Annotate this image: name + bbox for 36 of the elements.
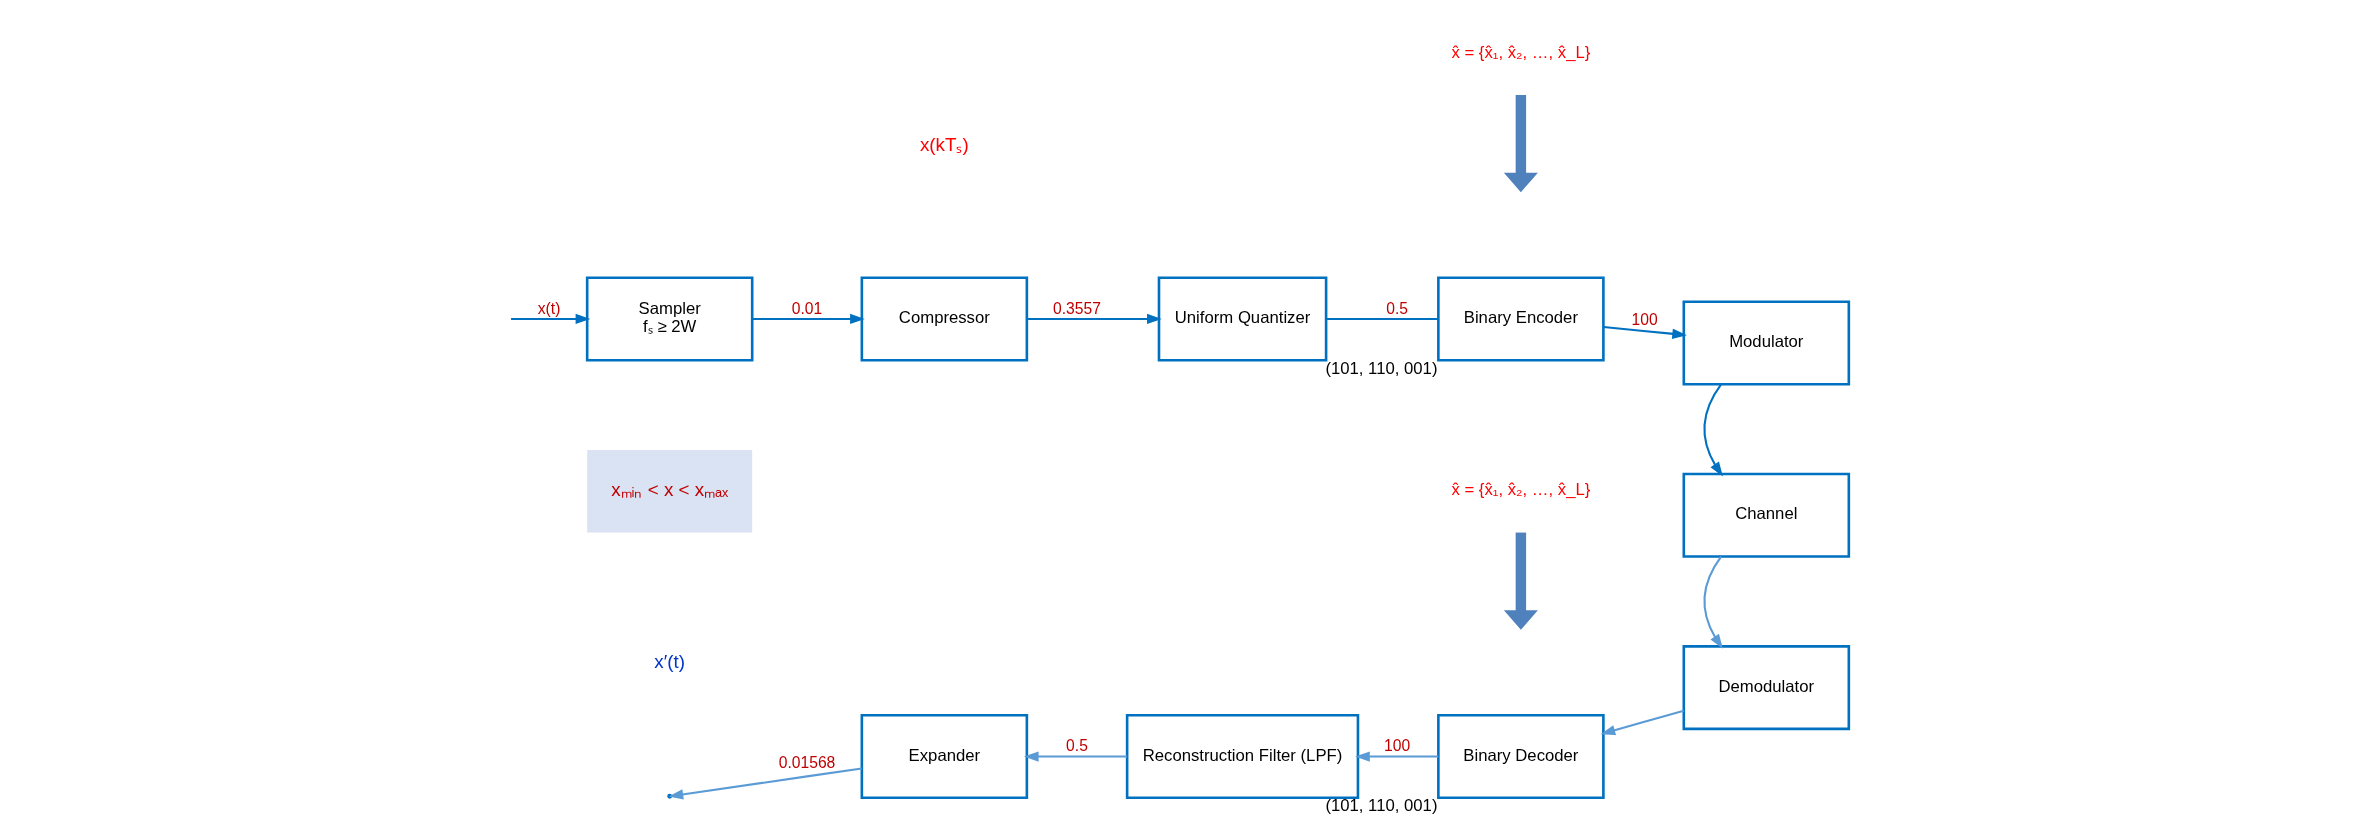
node-label: (101, 110, 001) — [1324, 358, 1437, 378]
arrow — [668, 767, 862, 800]
edge-label: 0.01568 — [778, 754, 835, 772]
node-box: Binary Encoder — [1436, 276, 1605, 362]
arrow — [1023, 751, 1127, 762]
node-text: x̂ = {x̂₁, x̂₂, …, x̂_L} — [1450, 480, 1590, 500]
edge-label: 100 — [1383, 737, 1410, 755]
node-box: Binary Decoder — [1436, 714, 1605, 800]
node-box: Reconstruction Filter (LPF) — [1125, 714, 1359, 800]
connector — [1325, 317, 1438, 320]
arrow — [752, 313, 865, 325]
node-box: Sampler fₛ ≥ 2W — [585, 276, 753, 362]
edge-label: 0.01 — [791, 299, 822, 317]
node-box: Uniform Quantizer — [1157, 276, 1327, 362]
node-box: Demodulator — [1682, 645, 1850, 731]
arrow — [1600, 709, 1684, 736]
node-box: Expander — [860, 714, 1028, 800]
node-box: Compressor — [860, 276, 1028, 362]
label: xₘᵢₙ < x < xₘₐₓ — [610, 478, 728, 500]
node-box: Modulator — [1682, 300, 1850, 386]
edge-label: 100 — [1631, 311, 1658, 329]
edge-label: 0.5 — [1385, 299, 1408, 317]
label: x(kTₛ) — [919, 134, 969, 156]
arrow — [510, 313, 590, 325]
label: x′(t) — [653, 651, 685, 673]
edge-label: 0.5 — [1065, 737, 1088, 755]
arrow — [1702, 556, 1723, 649]
edge-label: 0.3557 — [1052, 299, 1101, 317]
arrow — [1503, 94, 1538, 193]
arrow — [1026, 313, 1162, 325]
arrow — [1354, 751, 1438, 762]
node-box: Channel — [1682, 472, 1850, 558]
edge-label: x(t) — [537, 299, 560, 317]
arrow — [1702, 383, 1723, 477]
arrow — [1603, 325, 1687, 339]
node-text: x̂ = {x̂₁, x̂₂, …, x̂_L} — [1450, 42, 1590, 62]
